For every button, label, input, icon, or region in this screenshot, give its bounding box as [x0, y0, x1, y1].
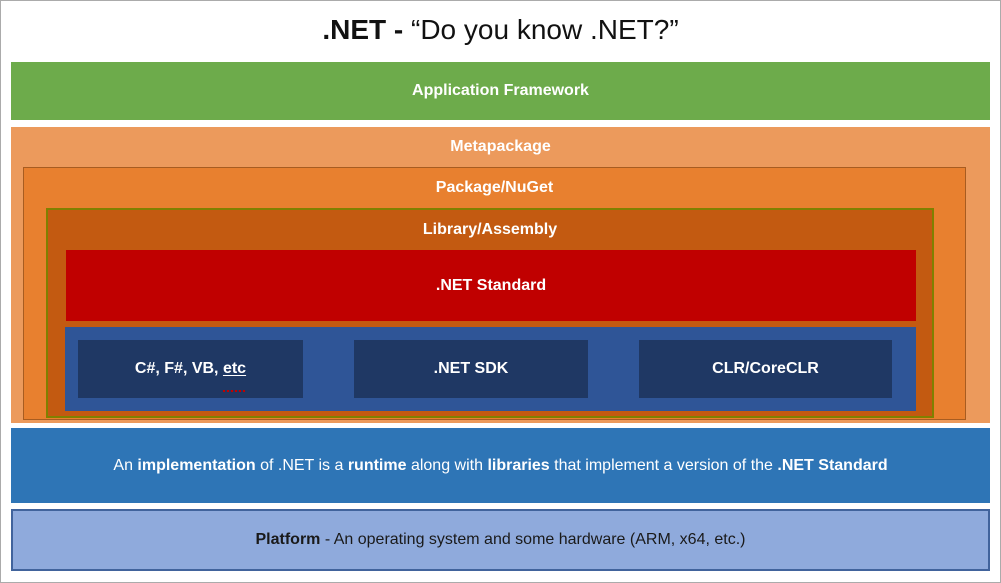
implementation-note: An implementation of .NET is a runtime a… [11, 428, 990, 503]
component-dotnet-sdk: .NET SDK [354, 340, 588, 398]
layer-package-nuget-label: Package/NuGet [435, 179, 554, 196]
layer-library-assembly-label: Library/Assembly [422, 221, 558, 238]
slide-title: .NET - “Do you know .NET?” [322, 14, 679, 45]
layer-metapackage-label: Metapackage [450, 138, 551, 155]
runtime-components-strip: C#, F#, VB, etc .NET SDK CLR/CoreCLR [65, 327, 916, 411]
layer-library-assembly: Library/Assembly .NET Standard C#, F#, V… [46, 208, 934, 418]
component-clr-coreclr: CLR/CoreCLR [639, 340, 892, 398]
layer-package-nuget: Package/NuGet Library/Assembly .NET Stan… [23, 167, 966, 420]
layer-metapackage: Metapackage Package/NuGet Library/Assemb… [11, 127, 990, 423]
component-languages: C#, F#, VB, etc [78, 340, 303, 398]
layer-dotnet-standard: .NET Standard [66, 250, 916, 321]
platform-note: Platform - An operating system and some … [11, 509, 990, 571]
layer-application-framework: Application Framework [11, 62, 990, 120]
